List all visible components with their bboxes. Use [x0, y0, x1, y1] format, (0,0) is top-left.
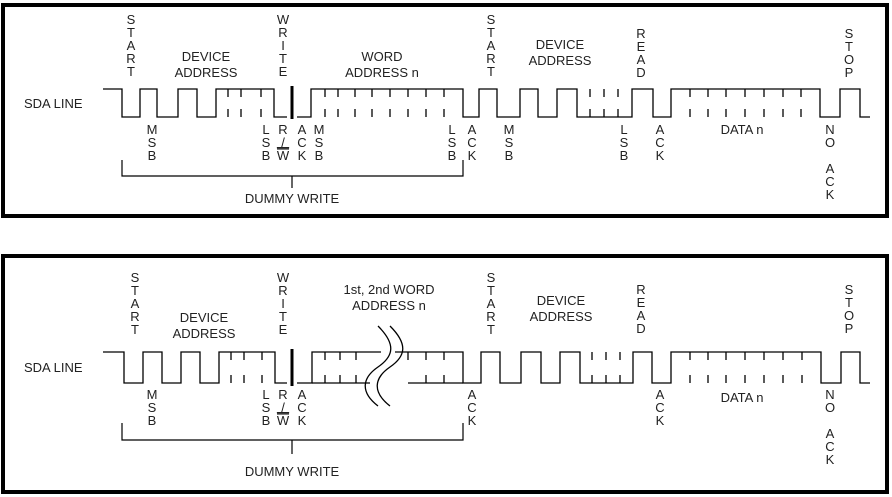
panel-bottom-frame [1, 254, 889, 494]
sda-waveform [103, 86, 870, 119]
dummy-write-label: DUMMY WRITE [245, 464, 340, 479]
rw-label: R/W [277, 122, 290, 163]
rw-label: R/W [277, 387, 290, 428]
sda-waveform [103, 349, 870, 386]
sda-line-label: SDA LINE [24, 96, 83, 111]
panel-top-frame [1, 3, 889, 218]
break-symbol [364, 325, 404, 407]
dummy-write-label: DUMMY WRITE [245, 191, 340, 206]
data-label: DATA n [721, 390, 764, 405]
data-label: DATA n [721, 122, 764, 137]
sda-line-label: SDA LINE [24, 360, 83, 375]
